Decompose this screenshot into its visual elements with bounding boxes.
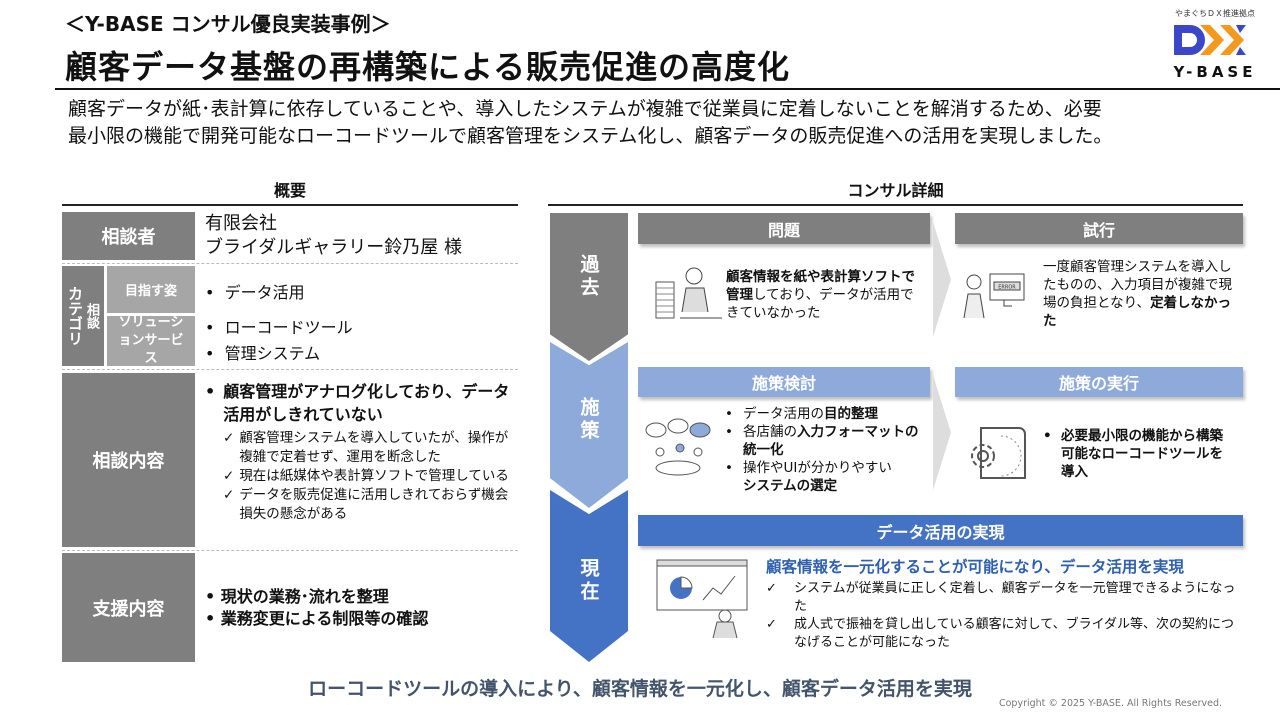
error-screen-person-icon: ERROR [963, 273, 1025, 319]
solution-values: • ローコードツール • 管理システム [205, 318, 353, 363]
overview-heading: 概要 [273, 181, 306, 200]
page-subtitle: ＜Y-BASE コンサル優良実装事例＞ [65, 12, 391, 36]
solution-item: ローコードツール [224, 318, 353, 337]
gear-document-icon [971, 427, 1026, 479]
arrow-right-icon [933, 222, 951, 337]
logo-tagline: やまぐちＤＸ推進拠点 [1175, 9, 1255, 18]
study-header: 施策検討 [638, 367, 930, 397]
conclusion: ローコードツールの導入により、顧客情報を一元化し、顧客データ活用を実現 [308, 678, 972, 700]
solution-item: 管理システム [224, 344, 321, 363]
study-bold: システムの選定 [743, 478, 838, 494]
content-item: データを販売促進に活用しきれておらず機会損失の懸念がある [239, 487, 509, 522]
study-bold: 入力フォーマットの統一化 [743, 424, 919, 458]
trial-bold: 定着しなかった [1043, 295, 1232, 329]
title-divider [55, 88, 1280, 90]
result-headline: 顧客情報を一元化することが可能になり、データ活用を実現 [766, 558, 1184, 576]
exec-item: •必要最小限の機能から構築可能なローコードツールを導入 [1043, 428, 1223, 480]
trial-text: 一度顧客管理システムを導入したものの、入力項目が複雑で現場の負担となり、定着しな… [1043, 258, 1238, 330]
intro-text: 顧客データが紙･表計算に依存していることや、導入したシステムが複雑で従業員に定着… [68, 96, 1248, 150]
problem-rest: しており、データが活用できていなかった [726, 287, 914, 321]
goal-value: • データ活用 [205, 283, 305, 302]
overview-divider [62, 204, 518, 206]
page-title: 顧客データ基盤の再構築による販売促進の高度化 [65, 48, 791, 86]
trial-header: 試行 [955, 213, 1243, 244]
goal-text: データ活用 [224, 283, 305, 302]
consultant-label: 相談者 [62, 212, 195, 260]
problem-header: 問題 [638, 213, 930, 244]
support-item: 業務変更による制限等の確認 [220, 609, 429, 628]
study-text: 各店舗の [743, 424, 797, 440]
study-bold: 目的整理 [824, 406, 878, 422]
detail-divider [548, 204, 1243, 206]
result-item: システムが従業員に正しく定着し、顧客データを一元管理できるようになった [794, 581, 1236, 614]
copyright: Copyright © 2025 Y-BASE. All Rights Rese… [998, 698, 1222, 709]
logo: やまぐちＤＸ推進拠点 Y-BASE [1165, 8, 1265, 81]
logo-text: Y-BASE [1173, 63, 1257, 81]
dx-logo-icon [1174, 25, 1246, 55]
meeting-icon [645, 418, 711, 476]
exec-text: 必要最小限の機能から構築可能なローコードツールを導入 [1061, 428, 1223, 480]
divider [62, 550, 518, 551]
paperwork-person-icon [655, 267, 722, 319]
support-item: 現状の業務･流れを整理 [220, 587, 389, 606]
intro-line: 最小限の機能で開発可能なローコードツールで顧客管理をシステム化し、顧客データの販… [68, 125, 1113, 147]
support-label: 支援内容 [62, 553, 195, 662]
company-name: ブライダルギャラリー鈴乃屋 様 [205, 237, 463, 258]
result-item: 成人式で振袖を貸し出している顧客に対して、ブライダル等、次の契約につなげることが… [794, 617, 1235, 650]
solution-label: ソリューションサービス [107, 315, 195, 366]
category-text: カテゴリ [66, 286, 84, 346]
study-items: •データ活用の目的整理 •各店舗の入力フォーマットの統一化 •操作やUIが分かり… [725, 406, 919, 494]
exec-header: 施策の実行 [955, 367, 1243, 397]
content-details: •顧客管理がアナログ化しており、データ活用がしきれていない ✓顧客管理システムを… [205, 380, 515, 524]
intro-line: 顧客データが紙･表計算に依存していることや、導入したシステムが複雑で従業員に定着… [68, 98, 1102, 120]
study-text: データ活用の [743, 406, 824, 422]
divider [62, 369, 518, 370]
goal-label: 目指す姿 [107, 266, 195, 313]
svg-text:ERROR: ERROR [998, 285, 1016, 291]
problem-bold: 顧客情報を紙や表計算ソフトで管理 [726, 269, 915, 303]
arrow-right-icon [933, 375, 951, 490]
company-type: 有限会社 [205, 213, 277, 234]
data-dashboard-person-icon [656, 559, 748, 639]
result-items: ✓システムが従業員に正しく定着し、顧客データを一元管理できるようになった ✓成人… [766, 581, 1236, 650]
divider [62, 263, 518, 264]
content-item: 現在は紙媒体や表計算ソフトで管理している [239, 468, 509, 484]
phase-present: 現在 [550, 490, 628, 662]
phase-past: 過去 [550, 213, 628, 361]
content-item: 顧客管理システムを導入していたが、操作が複雑で定着せず、運用を断念した [239, 430, 509, 465]
content-label: 相談内容 [62, 373, 195, 547]
consultant-name: 有限会社 ブライダルギャラリー鈴乃屋 様 [205, 212, 462, 260]
category-label: カテゴリ 相談 [62, 266, 104, 366]
detail-heading: コンサル詳細 [847, 181, 944, 200]
support-items: • 現状の業務･流れを整理 • 業務変更による制限等の確認 [205, 587, 429, 628]
content-main: 顧客管理がアナログ化しており、データ活用がしきれていない [223, 382, 510, 424]
phase-measures: 施策 [550, 342, 628, 508]
trial-rest: 一度顧客管理システムを導入したものの、入力項目が複雑で現場の負担となり、 [1043, 259, 1232, 311]
problem-text: 顧客情報を紙や表計算ソフトで管理しており、データが活用できていなかった [726, 268, 921, 322]
result-header: データ活用の実現 [638, 515, 1243, 546]
study-text: 操作やUIが分かりやすい [743, 460, 892, 476]
category-sub: 相談 [84, 303, 99, 329]
